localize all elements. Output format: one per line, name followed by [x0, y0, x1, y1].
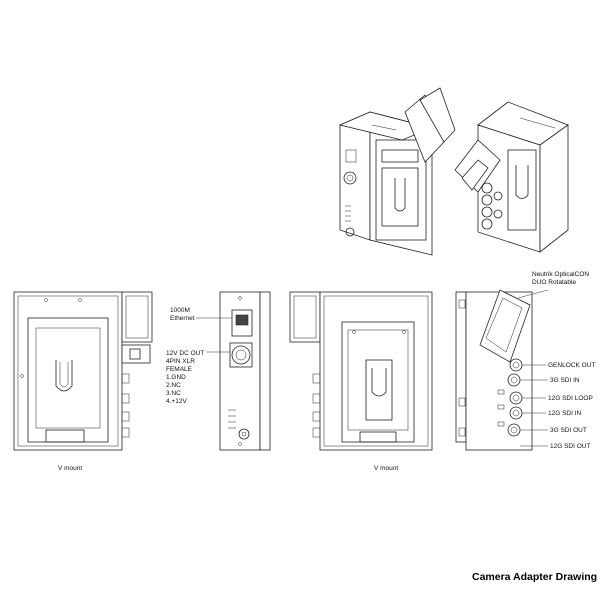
svg-text:4.+12V: 4.+12V [166, 398, 187, 405]
svg-text:DUO Rotatable: DUO Rotatable [532, 279, 576, 286]
isometric-view-right [454, 101, 569, 253]
isometric-view-left [338, 87, 456, 256]
port-label-3g-sdi-in: 3G SDI IN [550, 377, 580, 384]
port-callouts: GENLOCK OUT 3G SDI IN 12G SDI LOOP 12G S… [520, 362, 595, 450]
rear-view [289, 291, 433, 451]
svg-text:1000M: 1000M [170, 307, 190, 314]
drawing-caption: Camera Adapter Drawing [472, 571, 597, 583]
port-label-12g-sdi-loop: 12G SDI LOOP [548, 395, 593, 402]
svg-text:1.GND: 1.GND [166, 374, 186, 381]
side-view-ports [455, 289, 533, 451]
vmount-label-left: V mount [58, 465, 82, 472]
ethernet-callout: 1000M Ethernet [170, 307, 232, 322]
svg-text:3.NC: 3.NC [166, 390, 181, 397]
port-label-3g-sdi-out: 3G SDI OUT [550, 427, 587, 434]
svg-text:Neutrik OpticalCON: Neutrik OpticalCON [532, 271, 589, 278]
svg-text:FEMALE: FEMALE [166, 366, 193, 373]
svg-text:2.NC: 2.NC [166, 382, 181, 389]
neutrik-callout: Neutrik OpticalCON DUO Rotatable [517, 271, 589, 299]
port-label-12g-sdi-in: 12G SDI IN [548, 410, 582, 417]
svg-text:12V DC OUT: 12V DC OUT [166, 350, 204, 357]
svg-text:4PIN XLR: 4PIN XLR [166, 358, 195, 365]
port-label-12g-sdi-out: 12G SDI OUT [550, 443, 590, 450]
port-label-genlock-out: GENLOCK OUT [548, 362, 595, 369]
side-view-connectors [219, 291, 271, 451]
vmount-label-right: V mount [374, 465, 398, 472]
dc-out-callout: 12V DC OUT 4PIN XLR FEMALE 1.GND 2.NC 3.… [166, 350, 230, 405]
svg-text:Ethernet: Ethernet [170, 315, 195, 322]
front-view-left [13, 291, 153, 451]
